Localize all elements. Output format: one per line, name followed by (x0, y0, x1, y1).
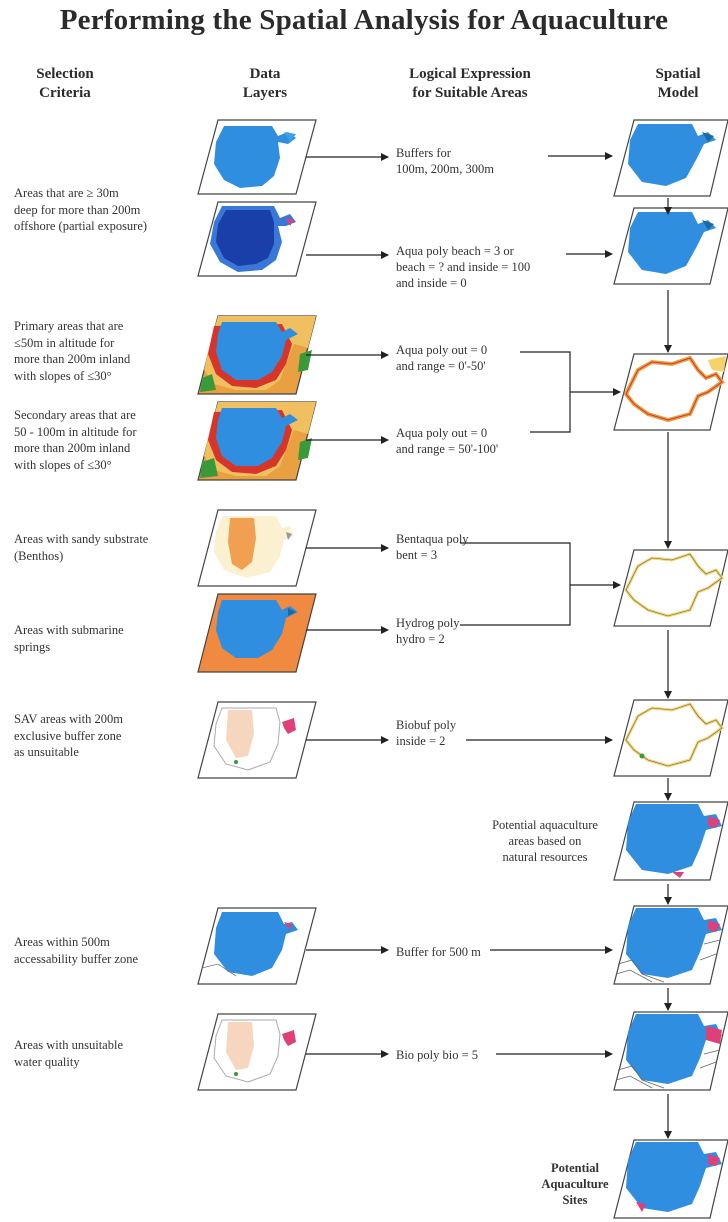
model-beach (613, 207, 728, 285)
model-altitude (613, 353, 728, 431)
data-layer-access-buffer (197, 907, 317, 985)
criterion-sav-areas: SAV areas with 200m exclusive buffer zon… (14, 711, 194, 761)
expression-line: Bentaqua poly (396, 532, 469, 546)
header-selection-criteria: Selection Criteria (10, 65, 120, 103)
note-line: areas based on (508, 834, 582, 848)
data-layer-altitude-0-50 (197, 315, 317, 395)
criterion-line: water quality (14, 1054, 80, 1069)
criterion-line: more than 200m inland (14, 352, 131, 366)
criterion-line: deep for more than 200m (14, 202, 141, 217)
criterion-sandy-substrate: Areas with sandy substrate (Benthos) (14, 531, 194, 564)
model-potential-sites (613, 1139, 728, 1219)
expression-line: Buffers for (396, 146, 451, 160)
criterion-line: more than 200m inland (14, 441, 131, 455)
criterion-line: ≤50m in altitude for (14, 335, 115, 350)
criterion-line: with slopes of ≤30° (14, 368, 112, 383)
expression-line: Biobuf poly (396, 718, 457, 732)
data-layer-benthos (197, 509, 317, 587)
expression-line: Aqua poly beach = 3 or (396, 244, 514, 258)
data-layer-springs (197, 593, 317, 673)
header-data-layers: Data Layers (220, 65, 310, 103)
merge-bracket (520, 351, 571, 433)
expression-aqua-range-0-50: Aqua poly out = 0 and range = 0'-50' (396, 342, 487, 374)
header-line: Selection (36, 66, 94, 82)
expression-aqua-range-50-100: Aqua poly out = 0 and range = 50'-100' (396, 425, 498, 457)
header-line: Criteria (39, 85, 91, 101)
potential-sites-label: Potential Aquaculture Sites (520, 1160, 630, 1208)
expression-line: Hydrog poly (396, 616, 460, 630)
data-layer-beach (197, 201, 317, 277)
data-layer-water-quality (197, 1013, 317, 1091)
expression-bio-poly: Bio poly bio = 5 (396, 1047, 478, 1063)
page-title: Performing the Spatial Analysis for Aqua… (59, 4, 669, 36)
header-line: Logical Expression (409, 66, 531, 82)
expression-line: hydro = 2 (396, 632, 445, 646)
header-line: Model (657, 85, 699, 101)
model-sav (613, 699, 728, 777)
criterion-line: with slopes of ≤30° (14, 457, 112, 472)
note-line: Aquaculture (541, 1177, 609, 1191)
note-line: Potential (551, 1161, 599, 1175)
expression-line: bent = 3 (396, 548, 438, 562)
expression-hydrog: Hydrog poly hydro = 2 (396, 615, 460, 647)
model-water-quality (613, 1011, 728, 1091)
expression-aqua-beach: Aqua poly beach = 3 or beach = ? and ins… (396, 243, 530, 291)
expression-line: beach = ? and inside = 100 (396, 260, 531, 274)
header-logical-expression: Logical Expression for Suitable Areas (380, 65, 560, 103)
criterion-line: Areas with unsuitable (14, 1038, 124, 1052)
expression-line: and range = 50'-100' (396, 442, 499, 456)
criterion-line: Areas that are ≥ 30m (14, 186, 119, 200)
expression-line: Aqua poly out = 0 (396, 426, 488, 440)
criterion-line: as unsuitable (14, 745, 79, 759)
note-line: Potential aquaculture (492, 818, 598, 832)
criterion-primary-areas: Primary areas that are ≤50m in altitude … (14, 318, 194, 384)
criterion-line: accessability buffer zone (14, 951, 139, 966)
criterion-accessibility: Areas within 500m accessability buffer z… (14, 934, 194, 967)
criterion-submarine-springs: Areas with submarine springs (14, 622, 194, 655)
criterion-line: (Benthos) (14, 548, 64, 563)
criterion-secondary-areas: Secondary areas that are 50 - 100m in al… (14, 407, 194, 473)
expression-line: Buffer for 500 m (396, 945, 481, 959)
expression-buffers: Buffers for 100m, 200m, 300m (396, 145, 494, 177)
criterion-line: Secondary areas that are (14, 408, 136, 422)
criterion-water-quality: Areas with unsuitable water quality (14, 1037, 194, 1070)
potential-areas-label: Potential aquaculture areas based on nat… (470, 817, 620, 865)
model-benthos (613, 549, 728, 627)
criterion-line: Areas within 500m (14, 935, 110, 949)
data-layer-altitude-50-100 (197, 401, 317, 481)
expression-buffer-500: Buffer for 500 m (396, 944, 481, 960)
criterion-line: 50 - 100m in altitude for (14, 424, 137, 439)
criterion-line: exclusive buffer zone (14, 728, 122, 743)
expression-line: inside = 2 (396, 734, 446, 748)
note-line: Sites (562, 1193, 588, 1207)
criterion-line: SAV areas with 200m (14, 712, 123, 726)
data-layer-buffers (197, 119, 317, 195)
criterion-line: Primary areas that are (14, 319, 124, 333)
model-buffers (613, 119, 728, 197)
header-line: Spatial (655, 66, 701, 82)
expression-line: and range = 0'-50' (396, 359, 486, 373)
expression-bentaqua: Bentaqua poly bent = 3 (396, 531, 469, 563)
expression-biobuf: Biobuf poly inside = 2 (396, 717, 456, 749)
merge-bracket (460, 542, 571, 626)
header-line: for Suitable Areas (412, 85, 528, 101)
note-line: natural resources (502, 850, 588, 864)
criterion-deep-offshore: Areas that are ≥ 30m deep for more than … (14, 185, 194, 235)
criterion-line: springs (14, 639, 51, 654)
expression-line: and inside = 0 (396, 276, 467, 290)
header-spatial-model: Spatial Model (630, 65, 726, 103)
criterion-line: Areas with sandy substrate (14, 532, 149, 546)
model-access-buffer (613, 905, 728, 985)
expression-line: 100m, 200m, 300m (396, 162, 494, 176)
header-line: Layers (242, 85, 288, 101)
model-potential-areas (613, 801, 728, 881)
criterion-line: offshore (partial exposure) (14, 219, 148, 233)
expression-line: Aqua poly out = 0 (396, 343, 488, 357)
header-line: Data (249, 66, 281, 82)
expression-line: Bio poly bio = 5 (396, 1048, 479, 1062)
criterion-line: Areas with submarine (14, 623, 124, 637)
data-layer-sav (197, 701, 317, 779)
